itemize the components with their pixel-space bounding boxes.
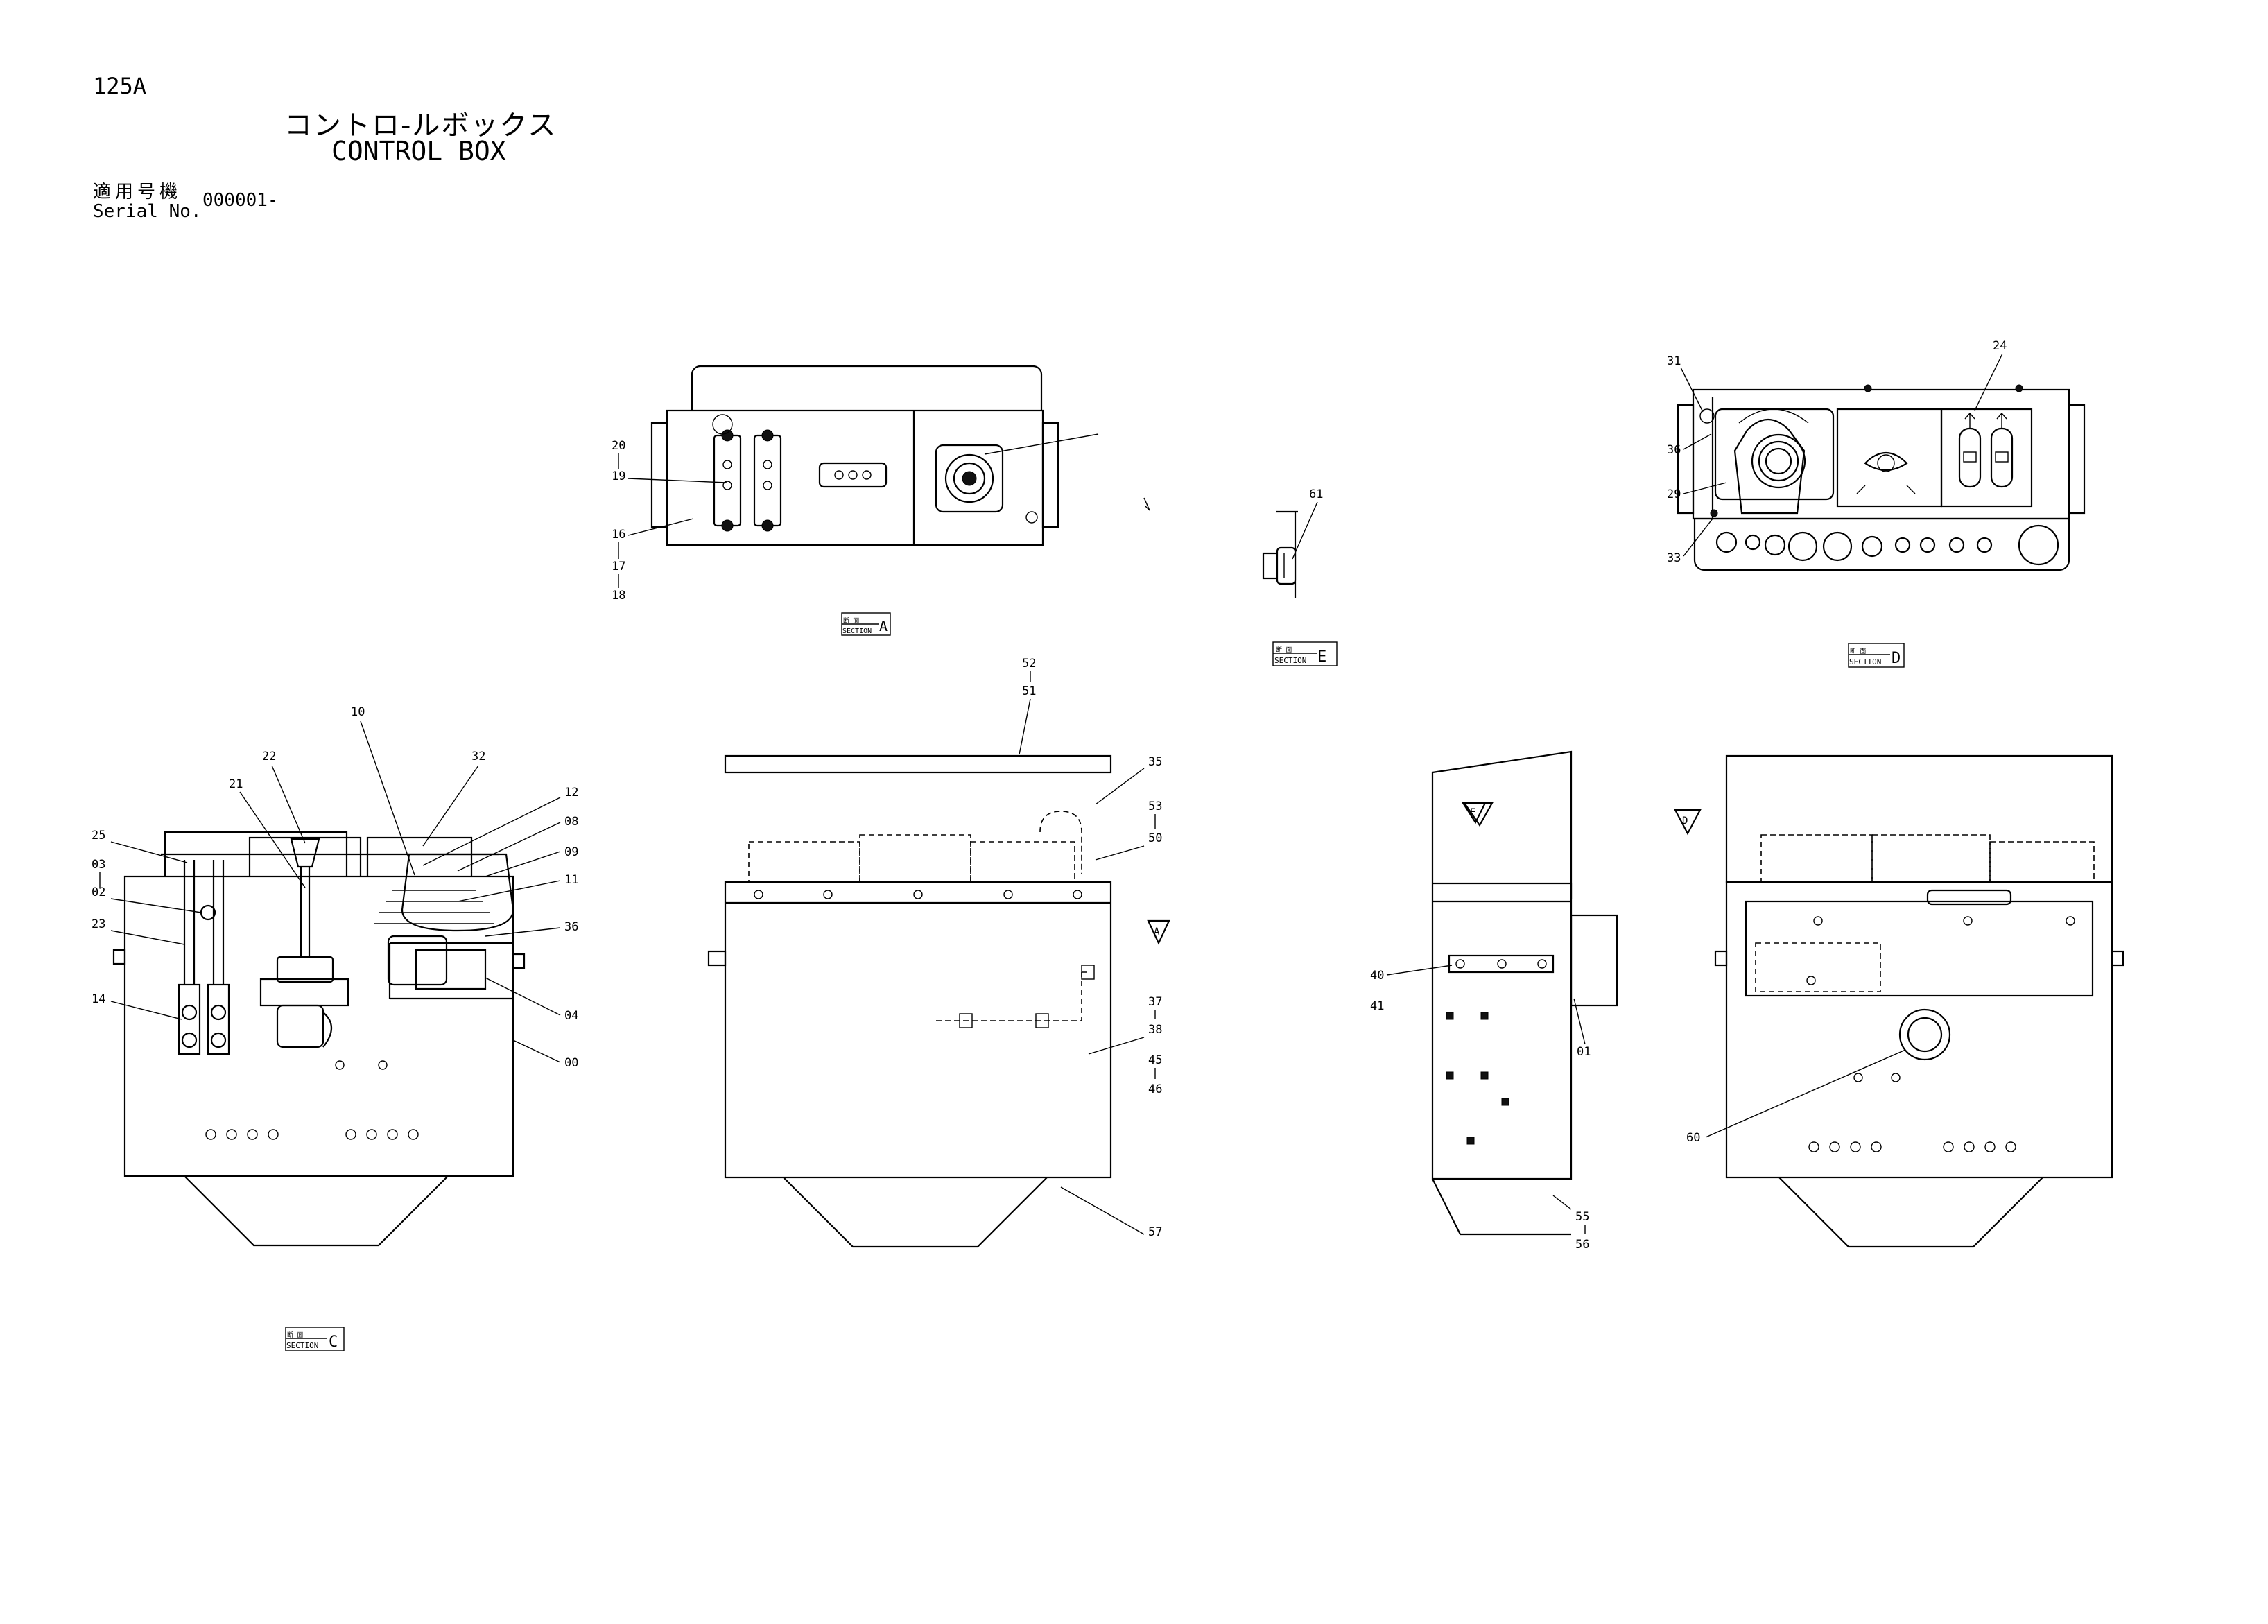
callout-24: 24 bbox=[1993, 339, 2007, 353]
section-e-label-en: SECTION bbox=[1274, 656, 1306, 665]
callout-46: 46 bbox=[1148, 1082, 1162, 1096]
callout-52: 52 bbox=[1022, 657, 1036, 671]
callout-21: 21 bbox=[229, 777, 243, 791]
section-c-label-jp: 断 面 bbox=[287, 1331, 303, 1339]
callout-08: 08 bbox=[564, 815, 578, 829]
callout-53: 53 bbox=[1148, 800, 1162, 813]
callout-11: 11 bbox=[564, 873, 578, 887]
callout-57: 57 bbox=[1148, 1225, 1162, 1239]
callout-31: 31 bbox=[1667, 354, 1681, 368]
callout-00: 00 bbox=[564, 1056, 578, 1070]
callout-19: 19 bbox=[612, 469, 625, 483]
section-a-label-en: SECTION bbox=[842, 628, 872, 635]
arrow-mark-e: E bbox=[1470, 807, 1475, 818]
serial-label-japanese: 適用号機 bbox=[93, 182, 182, 202]
page-code: 125A bbox=[93, 73, 147, 99]
section-e-view: 61 bbox=[1262, 487, 1323, 598]
section-c-letter: C bbox=[329, 1333, 338, 1351]
section-e-letter: E bbox=[1317, 648, 1326, 666]
callout-01: 01 bbox=[1577, 1045, 1591, 1059]
section-a-view: 20 19 16 17 18 bbox=[612, 365, 1150, 603]
callout-40: 40 bbox=[1370, 969, 1384, 983]
callout-03: 03 bbox=[92, 858, 105, 872]
callout-20: 20 bbox=[612, 439, 625, 453]
callout-16: 16 bbox=[612, 528, 625, 542]
callout-45: 45 bbox=[1148, 1053, 1162, 1067]
callout-33: 33 bbox=[1667, 551, 1681, 565]
callout-56: 56 bbox=[1575, 1238, 1589, 1252]
section-d-letter: D bbox=[1892, 650, 1901, 667]
callout-22: 22 bbox=[262, 750, 276, 763]
section-d-view: 31 24 36 29 33 bbox=[1667, 339, 2086, 571]
arrow-mark-a: A bbox=[1154, 926, 1160, 938]
callout-61: 61 bbox=[1309, 487, 1323, 501]
callout-12: 12 bbox=[564, 786, 578, 800]
section-c-view: 10 22 32 21 12 08 09 11 25 03 02 23 36 1… bbox=[92, 705, 578, 1247]
callout-18: 18 bbox=[612, 589, 625, 603]
callout-41: 41 bbox=[1370, 999, 1384, 1013]
title-japanese: コントロ-ルボックス bbox=[284, 110, 557, 141]
callout-38: 38 bbox=[1148, 1023, 1162, 1037]
callout-36-c: 36 bbox=[564, 920, 578, 934]
front-view: 52 51 35 53 50 37 38 45 46 57 A bbox=[707, 657, 1170, 1248]
arrow-mark-d: D bbox=[1682, 815, 1688, 827]
section-e-tag: 断 面 SECTION E bbox=[1272, 641, 1338, 666]
side-view: 40 41 01 55 56 E bbox=[1370, 750, 1618, 1252]
section-a-letter: A bbox=[879, 618, 888, 634]
callout-35: 35 bbox=[1148, 755, 1162, 769]
callout-17: 17 bbox=[612, 560, 625, 573]
callout-37: 37 bbox=[1148, 995, 1162, 1009]
callout-36-d: 36 bbox=[1667, 443, 1681, 457]
callout-10: 10 bbox=[351, 705, 365, 719]
callout-29: 29 bbox=[1667, 487, 1681, 501]
rear-view: 60 D bbox=[1674, 754, 2124, 1248]
title-english: CONTROL BOX bbox=[331, 136, 506, 166]
callout-51: 51 bbox=[1022, 684, 1036, 698]
callout-60: 60 bbox=[1686, 1131, 1700, 1145]
section-d-label-jp: 断 面 bbox=[1850, 647, 1866, 655]
callout-55: 55 bbox=[1575, 1210, 1589, 1224]
section-d-tag: 断 面 SECTION D bbox=[1848, 643, 1905, 668]
callout-02: 02 bbox=[92, 886, 105, 899]
section-c-tag: 断 面 SECTION C bbox=[285, 1327, 345, 1351]
section-a-tag: 断 面 SECTION A bbox=[841, 612, 891, 636]
callout-50: 50 bbox=[1148, 831, 1162, 845]
section-e-label-jp: 断 面 bbox=[1276, 646, 1292, 654]
callout-09: 09 bbox=[564, 845, 578, 859]
section-c-label-en: SECTION bbox=[286, 1341, 318, 1350]
callout-14: 14 bbox=[92, 992, 105, 1006]
callout-23: 23 bbox=[92, 917, 105, 931]
callout-32: 32 bbox=[471, 750, 485, 763]
serial-value: 000001- bbox=[202, 190, 279, 211]
section-d-label-en: SECTION bbox=[1849, 657, 1881, 666]
serial-label-english: Serial No. bbox=[93, 201, 202, 222]
callout-04: 04 bbox=[564, 1009, 578, 1023]
section-a-label-jp: 断 面 bbox=[843, 616, 859, 625]
callout-25: 25 bbox=[92, 829, 105, 843]
